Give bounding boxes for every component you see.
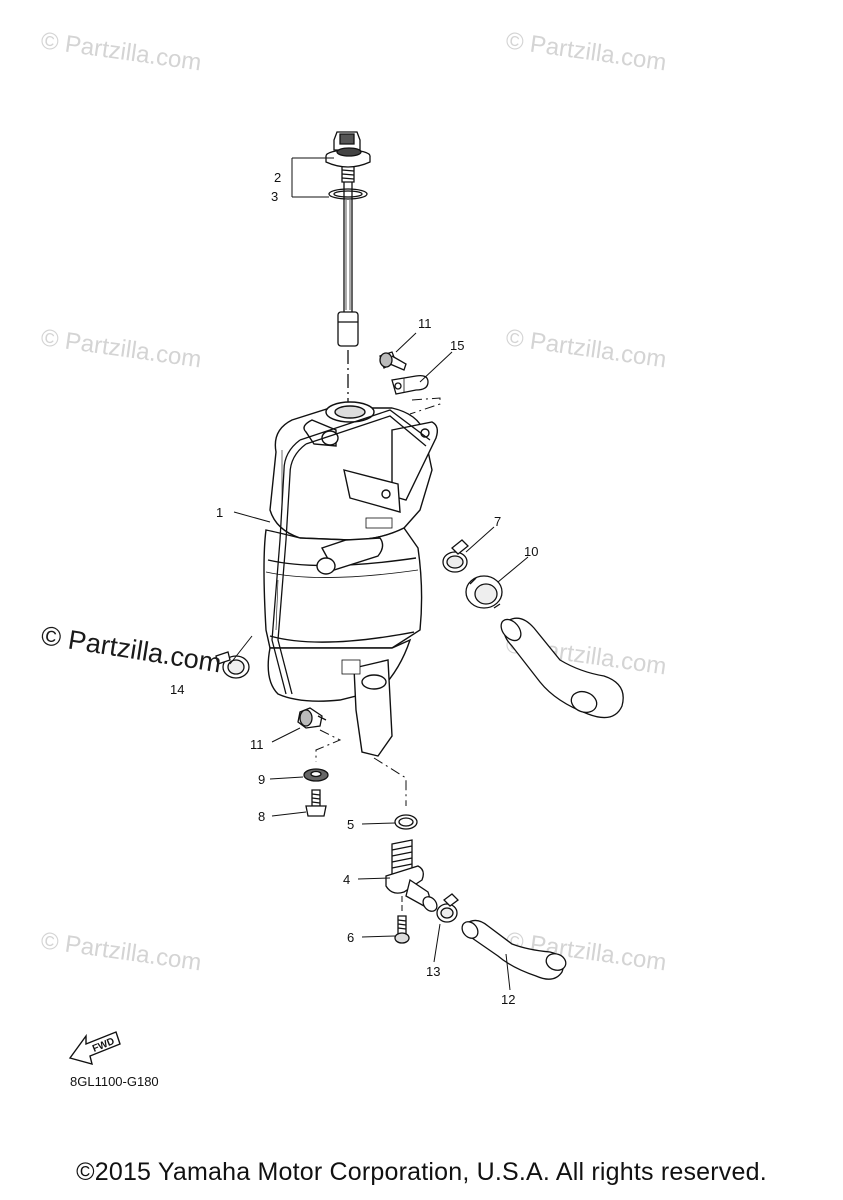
callout-4: 4 — [343, 872, 350, 887]
oil-tank — [263, 401, 439, 757]
grommet-10 — [465, 575, 503, 609]
callout-5: 5 — [347, 817, 354, 832]
leader-line — [269, 776, 304, 780]
callout-1: 1 — [216, 505, 223, 520]
callout-11-upper: 11 — [418, 316, 432, 331]
watermark: © Partzilla.com — [39, 324, 203, 373]
leader-line — [433, 923, 441, 963]
clamp-13 — [436, 893, 459, 923]
leader-line — [361, 822, 396, 825]
callout-2: 2 — [274, 170, 281, 185]
callout-11-lower: 11 — [250, 737, 264, 752]
fwd-arrow-icon: FWD — [68, 1031, 121, 1065]
screw-6 — [394, 915, 410, 944]
tank-strap — [271, 409, 431, 695]
leader-line — [497, 556, 529, 583]
callout-10: 10 — [524, 544, 538, 559]
callout-6: 6 — [347, 930, 354, 945]
leader-line — [465, 526, 495, 553]
clamp-7 — [442, 539, 469, 573]
leader-line — [271, 727, 301, 743]
watermark: © Partzilla.com — [504, 27, 668, 76]
leader-line — [229, 635, 253, 665]
alignment-line — [409, 397, 441, 415]
leader-line — [395, 332, 417, 353]
callout-8: 8 — [258, 809, 265, 824]
callout-2-3-bracket — [291, 157, 334, 198]
clamp-14 — [215, 651, 250, 679]
callout-12: 12 — [501, 992, 515, 1007]
callout-3: 3 — [271, 189, 278, 204]
callout-7: 7 — [494, 514, 501, 529]
diagram-code: 8GL1100-G180 — [70, 1074, 159, 1089]
leader-line — [233, 511, 271, 523]
callout-15: 15 — [450, 338, 464, 353]
hose-right — [500, 617, 624, 719]
watermark-prominent: © Partzilla.com — [39, 620, 223, 678]
union-fitting-4 — [385, 839, 438, 912]
leader-line — [357, 877, 391, 880]
fuel-sender-unit — [325, 131, 371, 405]
copyright-notice: ©2015 Yamaha Motor Corporation, U.S.A. A… — [76, 1158, 767, 1186]
upper-bolt-and-clamp — [379, 351, 429, 395]
lower-bolt-11 — [297, 707, 327, 729]
leader-line — [361, 935, 396, 938]
bolt-8 — [305, 789, 327, 817]
leader-line — [419, 351, 453, 383]
callout-13: 13 — [426, 964, 440, 979]
watermark: © Partzilla.com — [39, 927, 203, 976]
leader-line — [271, 811, 307, 817]
callout-9: 9 — [258, 772, 265, 787]
alignment-line — [315, 729, 342, 762]
alignment-line — [373, 757, 407, 806]
watermark: © Partzilla.com — [504, 324, 668, 373]
watermark: © Partzilla.com — [39, 27, 203, 76]
washer-9 — [303, 768, 329, 782]
hose-12 — [461, 919, 567, 980]
callout-14: 14 — [170, 682, 184, 697]
gasket-5 — [394, 814, 418, 830]
fwd-label: FWD — [91, 1036, 116, 1055]
leader-line — [505, 953, 511, 991]
